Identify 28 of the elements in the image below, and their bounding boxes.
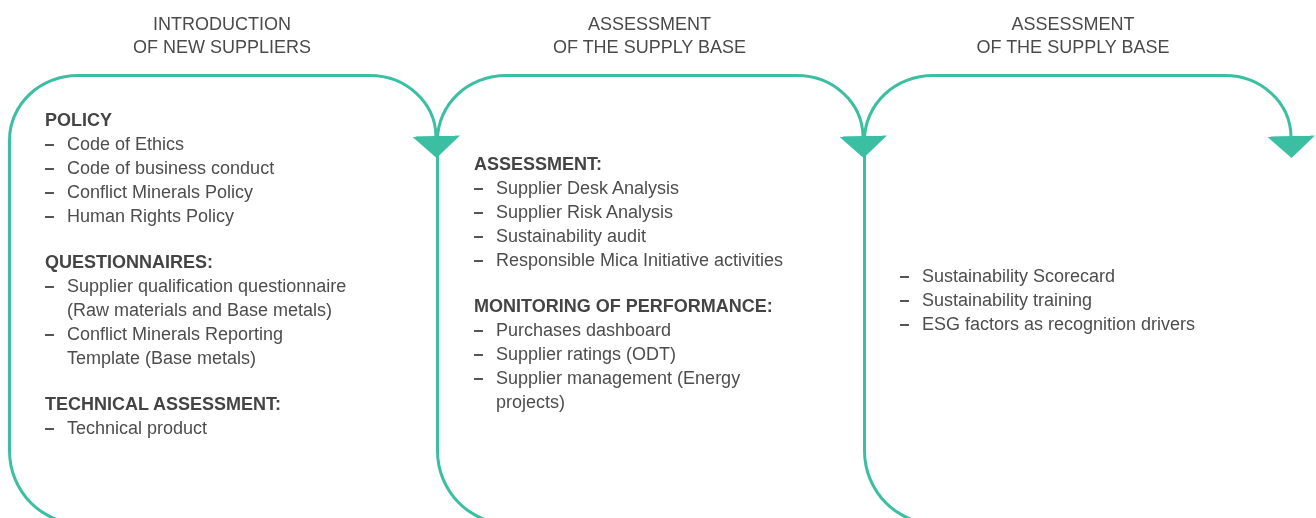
flow-arrow xyxy=(1224,74,1315,158)
section-heading: POLICY xyxy=(45,109,113,132)
list-item: Technical product xyxy=(67,417,209,440)
list-item: Code of business conduct xyxy=(67,157,276,180)
list-item: Supplier ratings (ODT) xyxy=(496,343,678,366)
panel-heading: INTRODUCTION OF NEW SUPPLIERS xyxy=(132,13,312,59)
list-item: Sustainability training xyxy=(922,289,1094,312)
list-item: Responsible Mica Initiative activities xyxy=(496,249,785,272)
flow-arrow xyxy=(369,74,460,158)
list-item: ESG factors as recognition drivers xyxy=(922,313,1197,336)
list-item: Purchases dashboard xyxy=(496,319,673,342)
list-item: Supplier Desk Analysis xyxy=(496,177,681,200)
list-item: Supplier management (Energy projects) xyxy=(496,367,742,414)
list-item: Human Rights Policy xyxy=(67,205,236,228)
flow-arrow xyxy=(796,74,887,158)
list-item: Supplier qualification questionnaire (Raw materials and Base metals) xyxy=(67,275,348,322)
list-item: Conflict Minerals Policy xyxy=(67,181,255,204)
list-item: Code of Ethics xyxy=(67,133,186,156)
section-heading: ASSESSMENT: xyxy=(474,153,604,176)
section-heading: TECHNICAL ASSESSMENT: xyxy=(45,393,283,416)
list-item: Sustainability audit xyxy=(496,225,648,248)
panel-heading: ASSESSMENT OF THE SUPPLY BASE xyxy=(975,13,1171,59)
section-heading: MONITORING OF PERFORMANCE: xyxy=(474,295,774,318)
panel-heading: ASSESSMENT OF THE SUPPLY BASE xyxy=(551,13,748,59)
list-item: Supplier Risk Analysis xyxy=(496,201,675,224)
list-item: Sustainability Scorecard xyxy=(922,265,1117,288)
section-heading: QUESTIONNAIRES: xyxy=(45,251,214,274)
list-item: Conflict Minerals Reporting Template (Base metals) xyxy=(67,323,285,370)
